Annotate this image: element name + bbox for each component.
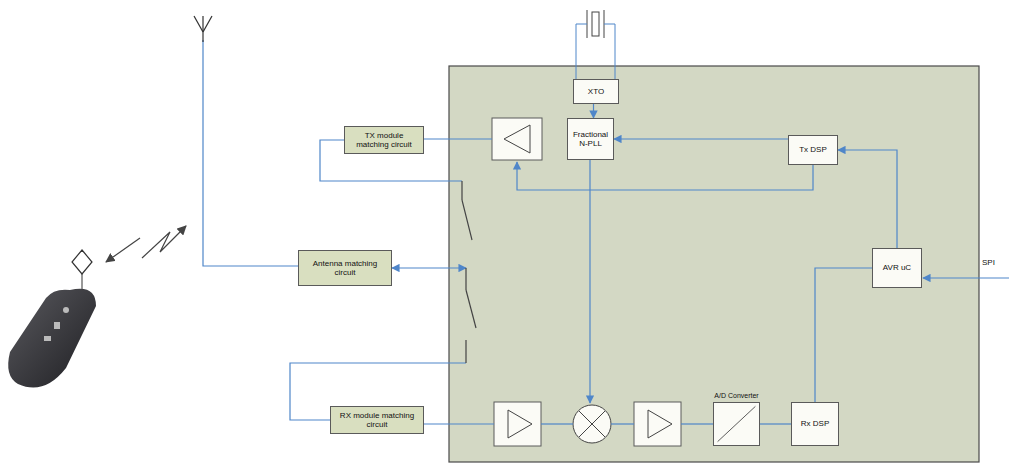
node-text: AVR uC — [883, 263, 911, 272]
dsp-box: Rx DSP — [791, 402, 839, 446]
signal-connector — [838, 150, 897, 248]
matching-circuit: Antenna matching circuit — [298, 250, 392, 286]
dsp-box: Tx DSP — [788, 135, 838, 165]
adc-symbol — [714, 403, 759, 445]
pll-box: Fractional N-PLL — [567, 118, 614, 160]
matching-circuit: TX module matching circuit — [344, 126, 424, 154]
adc-box: A/D Converter — [713, 402, 760, 446]
signal-connector — [815, 268, 872, 402]
node-text: XTO — [588, 87, 604, 96]
node-text: Rx DSP — [801, 419, 829, 428]
crystal-symbol — [576, 10, 615, 79]
node-text: RX module matching circuit — [335, 411, 419, 429]
radio-link — [106, 226, 186, 262]
node-text: A/D Converter — [714, 392, 758, 400]
antenna-symbol — [194, 16, 212, 42]
node-text: Fractional N-PLL — [572, 130, 609, 148]
oscillator-box: XTO — [573, 79, 619, 104]
signal-connector — [614, 138, 788, 139]
node-text: Tx DSP — [799, 145, 827, 154]
mixer-symbol — [573, 405, 611, 443]
microcontroller-box: AVR uC — [872, 248, 922, 288]
lna-amplifier — [494, 402, 541, 446]
node-text: TX module matching circuit — [349, 131, 419, 149]
signal-connector — [593, 104, 594, 118]
node-text: Antenna matching circuit — [303, 259, 387, 277]
signal-connector — [760, 423, 791, 424]
matching-circuit: RX module matching circuit — [330, 406, 424, 434]
rf-switch — [462, 181, 476, 363]
if-amplifier — [634, 402, 681, 446]
power-amplifier — [492, 118, 542, 160]
key-fob — [8, 250, 96, 388]
chip-housing — [449, 66, 979, 462]
signal-wires — [203, 40, 1009, 424]
signal-name: SPI — [982, 258, 995, 267]
